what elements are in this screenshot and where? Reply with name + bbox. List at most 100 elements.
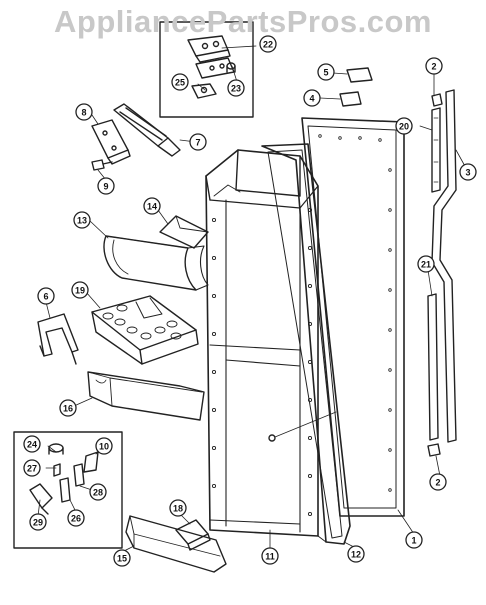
callout-circle xyxy=(73,211,91,229)
door-rod-3 xyxy=(431,89,457,443)
callout-3: 3 xyxy=(459,163,477,181)
callout-25: 25 xyxy=(171,73,189,91)
callout-label: 6 xyxy=(43,292,48,302)
callout-2: 2 xyxy=(425,57,443,75)
callout-label: 3 xyxy=(465,168,470,178)
callout-label: 8 xyxy=(81,108,86,118)
callout-circle xyxy=(67,509,85,527)
handle-part-29 xyxy=(29,483,53,515)
callout-label: 24 xyxy=(27,440,37,450)
callout-circle xyxy=(75,103,93,121)
callout-label: 11 xyxy=(265,552,275,562)
flap-part xyxy=(159,215,209,249)
callout-27: 27 xyxy=(23,459,41,477)
callout-8: 8 xyxy=(75,103,93,121)
callout-28: 28 xyxy=(89,483,107,501)
callout-circle xyxy=(417,255,435,273)
callout-label: 4 xyxy=(309,94,314,104)
screw-part-9 xyxy=(91,159,113,171)
strip-part-21 xyxy=(427,293,439,441)
callout-label: 27 xyxy=(27,464,37,474)
clip-part-26 xyxy=(59,477,71,503)
callout-19: 19 xyxy=(71,281,89,299)
cap-part-2-bottom xyxy=(427,443,441,457)
callout-circle xyxy=(459,163,477,181)
callout-circle xyxy=(347,545,365,563)
callout-circle xyxy=(23,435,41,453)
callout-label: 29 xyxy=(33,518,43,528)
control-box-part xyxy=(91,119,131,165)
callout-label: 25 xyxy=(175,78,185,88)
callout-24: 24 xyxy=(23,435,41,453)
callout-circle xyxy=(425,57,443,75)
callout-29: 29 xyxy=(29,513,47,531)
callout-label: 14 xyxy=(147,202,157,212)
shelf-cover-part xyxy=(103,235,209,291)
screw-part-10 xyxy=(83,451,99,473)
callout-label: 28 xyxy=(93,488,103,498)
callout-circle xyxy=(429,473,447,491)
callout-7: 7 xyxy=(189,133,207,151)
callout-circle xyxy=(303,89,321,107)
egg-bin-part xyxy=(91,295,199,365)
callout-label: 18 xyxy=(173,504,183,514)
callout-26: 26 xyxy=(67,509,85,527)
callout-1: 1 xyxy=(405,531,423,549)
callout-label: 22 xyxy=(263,40,273,50)
hinge-plate-part xyxy=(187,35,231,63)
callout-label: 1 xyxy=(411,536,416,546)
callout-circle xyxy=(71,281,89,299)
callout-label: 12 xyxy=(351,550,361,560)
callout-9: 9 xyxy=(97,177,115,195)
callout-circle xyxy=(171,73,189,91)
cap-part-2-top xyxy=(431,93,443,107)
inset-box-bottom xyxy=(13,431,123,549)
callout-circle xyxy=(143,197,161,215)
door-gasket-12 xyxy=(261,143,351,545)
callout-circle xyxy=(97,177,115,195)
label-part-5 xyxy=(346,67,373,83)
label-part-4 xyxy=(339,91,362,107)
callout-circle xyxy=(89,483,107,501)
callout-circle xyxy=(23,459,41,477)
callout-circle xyxy=(59,399,77,417)
callout-21: 21 xyxy=(417,255,435,273)
callout-label: 10 xyxy=(99,442,109,452)
callout-label: 16 xyxy=(63,404,73,414)
callout-label: 2 xyxy=(431,62,436,72)
callout-label: 13 xyxy=(77,216,87,226)
callout-label: 21 xyxy=(421,260,431,270)
hinge-strip-20 xyxy=(431,107,441,193)
callout-16: 16 xyxy=(59,399,77,417)
callout-circle xyxy=(169,499,187,517)
callout-label: 19 xyxy=(75,286,85,296)
callout-label: 5 xyxy=(323,68,328,78)
callout-label: 23 xyxy=(231,84,241,94)
outer-door-panel-1 xyxy=(301,117,405,517)
callout-6: 6 xyxy=(37,287,55,305)
callout-12: 12 xyxy=(347,545,365,563)
callout-circle xyxy=(95,437,113,455)
callout-circle xyxy=(261,547,279,565)
callout-label: 2 xyxy=(435,478,440,488)
callout-circle xyxy=(259,35,277,53)
bushing-part xyxy=(226,62,236,73)
clip-part-18 xyxy=(175,519,211,551)
callout-2: 2 xyxy=(429,473,447,491)
liner-screw xyxy=(268,411,337,442)
callout-18: 18 xyxy=(169,499,187,517)
callout-15: 15 xyxy=(113,549,131,567)
callout-13: 13 xyxy=(73,211,91,229)
inner-door-liner-11 xyxy=(205,149,319,537)
callout-label: 20 xyxy=(399,122,409,132)
bracket-part-6 xyxy=(37,313,79,365)
callout-label: 9 xyxy=(103,182,108,192)
callout-circle xyxy=(405,531,423,549)
callout-circle xyxy=(317,63,335,81)
callout-10: 10 xyxy=(95,437,113,455)
door-bin-16 xyxy=(87,371,205,421)
inset-box-top xyxy=(159,21,254,118)
